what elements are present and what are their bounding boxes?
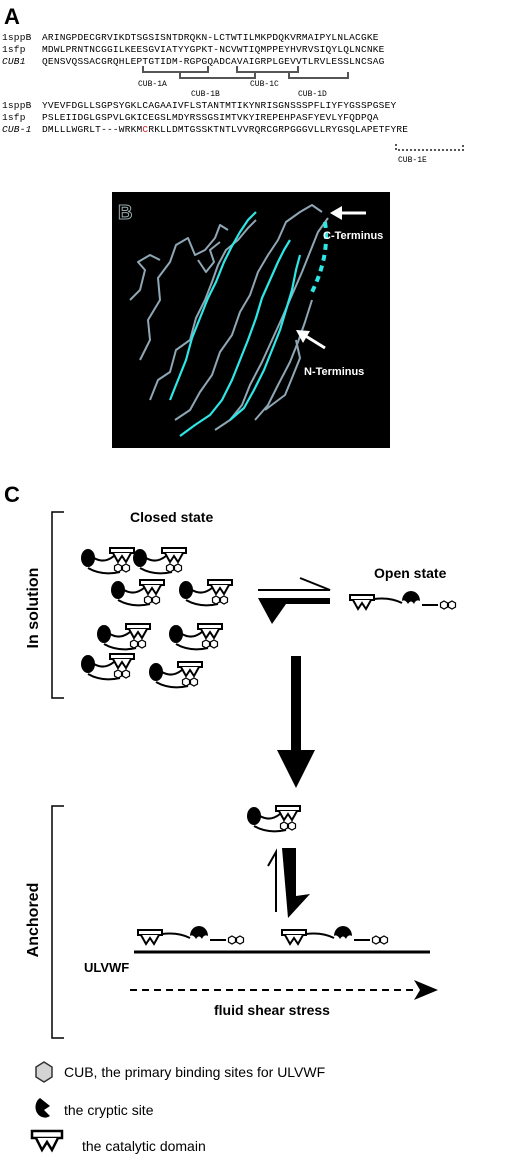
sequence-row: 1sppB YVEVFDGLLSGPSYGKLCAGAAIVFLSTANTMTIK… bbox=[2, 100, 408, 112]
panel-label-b: B bbox=[118, 202, 132, 224]
shear-arrow bbox=[130, 980, 438, 1000]
c-terminus-label: C-Terminus bbox=[323, 230, 383, 242]
closed-state-label: Closed state bbox=[130, 509, 213, 525]
sequence-residues: YVEVFDGLLSGPSYGKLCAGAAIVFLSTANTMTIKYNRIS… bbox=[42, 100, 397, 111]
panel-label-c: C bbox=[4, 482, 20, 507]
sequence-residues: ARINGPDECGRVIKDTSGSISNTDRQKN-LCTWTILMKPD… bbox=[42, 32, 379, 43]
legend-cryptic-icon bbox=[35, 1098, 50, 1118]
anchored-molecules bbox=[138, 926, 388, 944]
open-state-label: Open state bbox=[374, 565, 447, 581]
cub-brackets bbox=[142, 66, 464, 151]
structure-image: B C-Terminus N-Terminus bbox=[112, 192, 390, 448]
in-solution-bracket bbox=[51, 511, 64, 699]
terminus-arrows bbox=[296, 206, 366, 350]
equilibrium-arrows bbox=[258, 577, 331, 624]
anchored-equilibrium-arrows bbox=[267, 848, 310, 918]
alignment-block-1: 1sppB ARINGPDECGRVIKDTSGSISNTDRQKN-LCTWTI… bbox=[2, 32, 385, 68]
sequence-name: 1sppB bbox=[2, 100, 32, 111]
cub-1d-label: CUB-1D bbox=[298, 90, 327, 99]
legend-cub-icon bbox=[35, 1061, 53, 1083]
sequence-name: 1sfp bbox=[2, 44, 26, 55]
sequence-row: 1sfp PSLEIIDGLGSPVLGKICEGSLMDYRSSGSIMTVKY… bbox=[2, 112, 408, 124]
sequence-residues: MDWLPRNTNCGGILKEESGVIATYYGPKT-NCVWTIQMPP… bbox=[42, 44, 385, 55]
cub-1e-label: CUB-1E bbox=[398, 156, 427, 165]
sequence-name: 1sfp bbox=[2, 112, 26, 123]
shear-label: fluid shear stress bbox=[214, 1002, 330, 1018]
sequence-name: 1sppB bbox=[2, 32, 32, 43]
legend-cub-text: CUB, the primary binding sites for ULVWF bbox=[64, 1064, 326, 1080]
sequence-name: CUB-1 bbox=[2, 124, 32, 135]
in-solution-label: In solution bbox=[25, 568, 42, 649]
cub-1c-label: CUB-1C bbox=[250, 80, 279, 89]
legend-catalytic-text: the catalytic domain bbox=[82, 1138, 206, 1154]
anchored-label: Anchored bbox=[25, 883, 42, 958]
open-state-molecule bbox=[350, 591, 456, 609]
detached-closed-molecule bbox=[247, 806, 300, 831]
legend-cryptic-text: the cryptic site bbox=[64, 1102, 154, 1118]
sequence-row: 1sppB ARINGPDECGRVIKDTSGSISNTDRQKN-LCTWTI… bbox=[2, 32, 385, 44]
binding-arrow bbox=[277, 656, 315, 788]
sequence-row: 1sfp MDWLPRNTNCGGILKEESGVIATYYGPKT-NCVWTI… bbox=[2, 44, 385, 56]
sequence-row: CUB1 QENSVQSSACGRQHLEPTGTIDM-RGPGQADCAVAI… bbox=[2, 56, 385, 68]
anchored-bracket bbox=[51, 805, 64, 1039]
legend-catalytic-icon bbox=[30, 1129, 64, 1153]
n-terminus-label: N-Terminus bbox=[304, 366, 364, 378]
cub-1b-label: CUB-1B bbox=[191, 90, 220, 99]
closed-state-molecules bbox=[81, 548, 232, 687]
panel-label-a: A bbox=[4, 4, 20, 29]
alignment-block-2: 1sppB YVEVFDGLLSGPSYGKLCAGAAIVFLSTANTMTIK… bbox=[2, 100, 408, 136]
sequence-residues: QENSVQSSACGRQHLEPTGTIDM-RGPGQADCAVAIGRPL… bbox=[42, 56, 385, 67]
cub-1a-label: CUB-1A bbox=[138, 80, 167, 89]
sequence-residues: DMLLLWGRLT---WRKMCRKLLDMTGSSKTNTLVVRQRCG… bbox=[42, 124, 409, 135]
ulvwf-label: ULVWF bbox=[84, 960, 129, 975]
sequence-row: CUB-1 DMLLLWGRLT---WRKMCRKLLDMTGSSKTNTLVV… bbox=[2, 124, 408, 136]
sequence-residues: PSLEIIDGLGSPVLGKICEGSLMDYRSSGSIMTVKYIREP… bbox=[42, 112, 379, 123]
sequence-name: CUB1 bbox=[2, 56, 26, 67]
